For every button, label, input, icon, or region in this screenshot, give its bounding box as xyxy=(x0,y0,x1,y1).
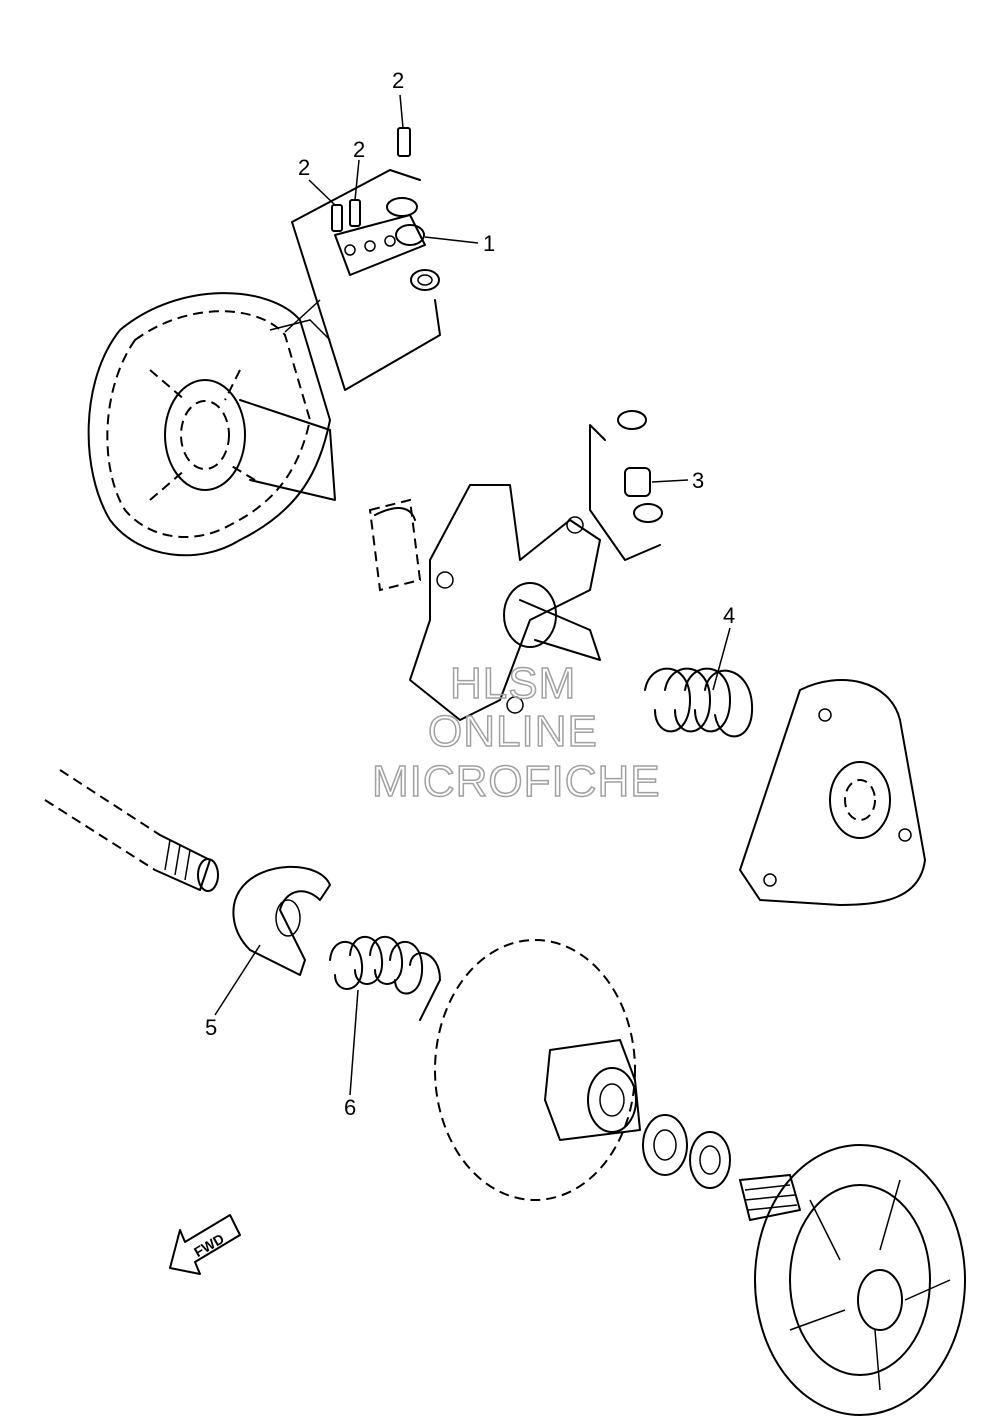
spring-4 xyxy=(644,667,754,738)
watermark-line-1: HLSM xyxy=(450,659,576,708)
spring-6 xyxy=(329,935,441,1021)
callout-5: 5 xyxy=(205,1015,217,1040)
cam-5 xyxy=(232,865,331,976)
callout-4: 4 xyxy=(723,603,735,628)
callout-3: 3 xyxy=(692,468,704,493)
watermark-line-2: ONLINE xyxy=(428,707,598,756)
primary-sheave-housing xyxy=(87,292,336,557)
cover-plate xyxy=(739,679,926,906)
callout-6: 6 xyxy=(344,1095,356,1120)
fwd-arrow: FWD xyxy=(169,1214,241,1275)
callout-1: 1 xyxy=(483,231,495,256)
watermark-line-3: MICROFICHE xyxy=(372,757,661,806)
movable-sheave xyxy=(434,939,641,1201)
watermark: HLSM ONLINE MICROFICHE xyxy=(371,658,661,807)
collar-group xyxy=(589,410,663,561)
callout-2-left: 2 xyxy=(298,155,310,180)
callout-2-middle: 2 xyxy=(353,137,365,162)
spider-hub xyxy=(368,484,601,721)
washers xyxy=(642,1114,731,1189)
secondary-sheave xyxy=(739,1144,966,1416)
callout-2-top: 2 xyxy=(392,68,404,93)
leader-lines xyxy=(214,94,731,1096)
drive-shaft xyxy=(44,769,219,892)
